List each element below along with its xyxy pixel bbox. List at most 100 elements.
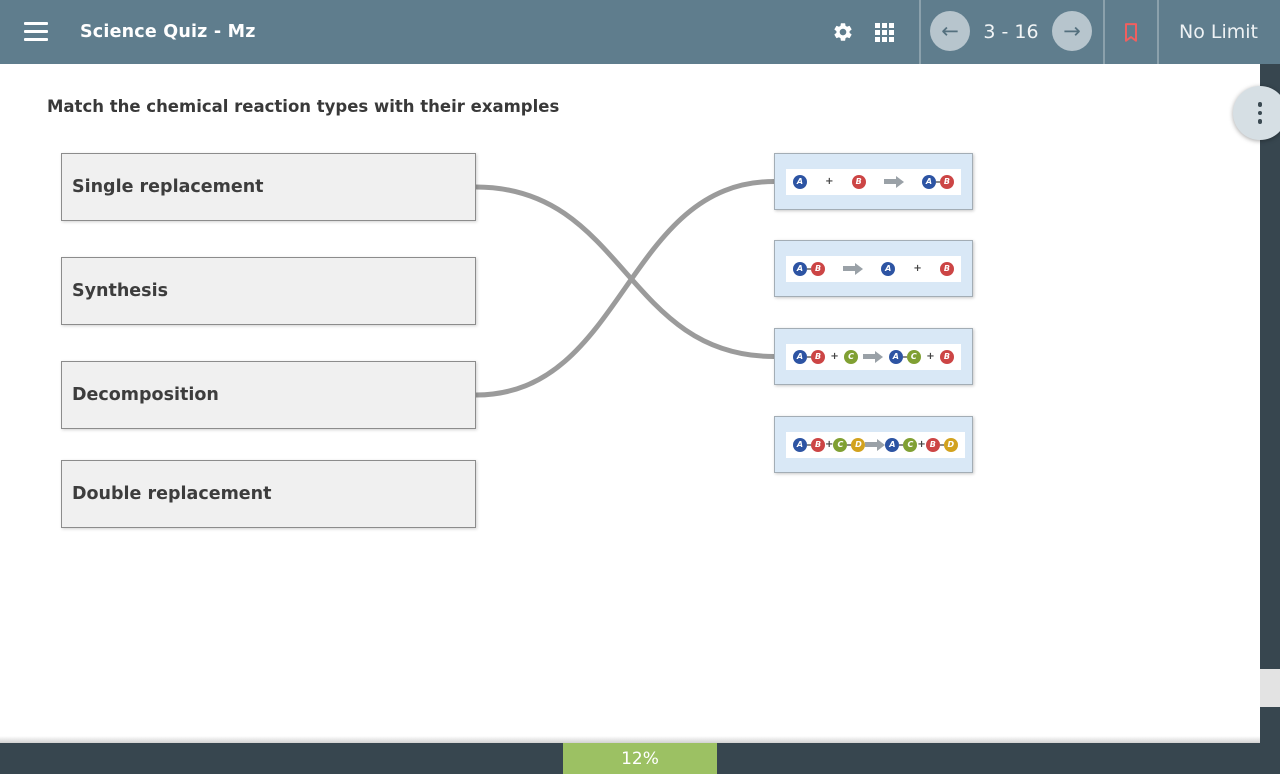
question-counter: 3 - 16 [983,21,1039,43]
atom-ball-a: A [885,437,900,452]
app-header: Science Quiz - Mz ← 3 - 16 → No Limit [0,0,1280,64]
match-option-double-replacement[interactable]: Double replacement [61,460,476,528]
atom-ball-a: A [888,349,903,364]
plus-sign: + [825,438,834,450]
bond [807,443,811,446]
atom-ball-c: C [833,437,848,452]
grid-icon [874,22,894,42]
app-title: Science Quiz - Mz [80,22,256,42]
atom-ball-b: B [939,349,954,364]
plus-sign: + [917,438,926,450]
content-bottom-shadow [0,736,1260,743]
match-option-label: Decomposition [72,385,219,405]
atom-ball-a: A [921,174,936,189]
settings-button[interactable] [831,0,855,64]
header-divider [1103,0,1105,64]
timer-label: No Limit [1179,21,1258,43]
atom-ball-c: C [844,349,859,364]
molecule-b: B [851,174,866,189]
reaction-arrow-icon [863,350,884,363]
plus-sign: + [926,350,935,362]
prev-arrow-icon: ← [941,19,959,43]
connection-line[interactable] [473,184,777,359]
match-option-label: Single replacement [72,177,264,197]
previous-question-button[interactable]: ← [930,11,970,51]
header-divider [919,0,921,64]
bond [935,180,940,183]
plus-sign: + [913,262,922,274]
plus-sign: + [825,175,834,187]
scrollbar-track [1260,64,1280,743]
plus-sign: + [830,350,839,362]
atom-ball-b: B [939,174,954,189]
bond [847,443,852,446]
bond [939,443,944,446]
atom-ball-d: D [943,437,958,452]
atom-ball-b: B [811,261,825,276]
reaction-arrow-icon [883,175,904,188]
atom-ball-b: B [939,261,954,276]
atom-ball-b: B [925,437,940,452]
progress-percent-label: 12% [621,748,659,769]
molecule-a: A [881,261,896,276]
reaction-arrow-icon [865,438,886,451]
atom-ball-c: C [906,349,921,364]
atom-ball-a: A [881,261,896,276]
reaction-arrow-icon [843,262,864,275]
next-question-button[interactable]: → [1052,11,1092,51]
bond [807,355,811,358]
match-option-decomposition[interactable]: Decomposition [61,361,476,429]
next-arrow-icon: → [1063,19,1081,43]
atom-ball-a: A [793,349,807,364]
progress-bar: 12% [0,743,1280,774]
molecule-c: C [844,349,859,364]
match-option-label: Synthesis [72,281,168,301]
quiz-content-area: Match the chemical reaction types with t… [0,64,1260,743]
match-option-label: Double replacement [72,484,272,504]
match-option-single-replacement[interactable]: Single replacement [61,153,476,221]
atom-ball-b: B [851,174,866,189]
more-vertical-icon [1257,102,1263,124]
header-divider [1157,0,1159,64]
molecule-a: A [793,174,807,189]
molecule-b: B [939,261,954,276]
more-options-button[interactable] [1233,86,1280,140]
bookmark-button[interactable] [1114,0,1148,64]
connection-line[interactable] [473,179,777,398]
atom-ball-c: C [903,437,918,452]
atom-ball-a: A [793,174,807,189]
atom-ball-a: A [793,437,807,452]
atom-ball-b: B [811,437,825,452]
bond [807,267,811,270]
scrollbar-thumb[interactable] [1260,669,1280,707]
atom-ball-d: D [851,437,866,452]
grid-view-button[interactable] [872,0,896,64]
bookmark-icon [1121,20,1141,44]
molecule-b: B [939,349,954,364]
bond [899,443,904,446]
atom-ball-a: A [793,261,807,276]
progress-fill: 12% [563,743,717,774]
bond [902,355,907,358]
question-prompt: Match the chemical reaction types with t… [47,97,560,116]
atom-ball-b: B [811,349,825,364]
gear-icon [832,21,854,43]
menu-icon[interactable] [24,22,48,41]
match-option-synthesis[interactable]: Synthesis [61,257,476,325]
